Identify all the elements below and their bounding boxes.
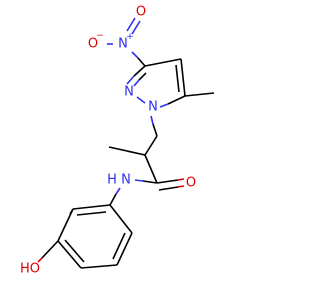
bond-n-aryl-black [109,193,117,206]
bond-ar-2-3 [57,208,74,242]
bond-carbonyl-n-black [142,180,158,184]
bond-n2-c3-inner-black [138,72,147,81]
atom-labels: O − N + O N N O N H HO [20,5,196,277]
bond-ch-carbonyl [144,154,158,184]
bond-c5-n1-blue [159,103,169,108]
bond-ar-5-6 [116,232,133,266]
bond-ar-inner-c [112,232,126,260]
atom-amide-o: O [186,176,196,191]
bond-ar-3-4 [57,240,82,269]
bond-ch2-ch [144,135,158,156]
atom-pyrazole-n1: N [148,100,158,115]
bond-carbonyl-o-a-red [177,178,185,181]
bond-c4-c5-inner [175,64,180,93]
atom-hydroxyl-ho: HO [20,262,40,277]
bond-n-aryl-blue [115,187,121,195]
bond-c4-c5 [180,58,186,97]
bond-n2-c3-blue [126,75,135,85]
bond-n2-c3-inner-blue [133,79,140,87]
bond-nitro-n-o-double-b [126,17,136,32]
pyrazole-ring [126,58,215,137]
bond-carbonyl-n-blue [134,179,144,182]
bond-ar-6-1 [109,204,133,234]
bond-n2-c3-black [133,65,146,77]
bond-nitro-n-c3-black [137,57,146,67]
bond-ar-inner-b [64,239,85,263]
bond-ar-4-5 [80,264,118,269]
bond-n1-n2 [136,96,146,104]
bond-carbonyl-o-b-red [177,185,185,188]
bond-carbonyl-o-a [156,179,179,184]
charge-nitro-n: + [126,32,134,42]
atom-nitro-n: N [118,37,128,52]
atom-amide-h: H [107,173,117,188]
bond-ar-1-2 [72,204,111,210]
bond-ar-oh [41,240,59,259]
atom-pyrazole-n2: N [124,85,134,100]
bond-nitro-n-c3 [131,51,139,59]
phenol-ring [37,204,133,269]
bond-c5-n1-black [167,95,186,105]
bond-n1-ch2-black [152,123,158,137]
charge-nitro-o-left: − [96,31,104,41]
bond-n1-ch2-blue [150,115,154,125]
bond-c5-methyl [184,92,215,97]
chemical-structure-diagram: O − N + O N N O N H HO [20,5,215,277]
bond-ar-oh-black [69,208,74,215]
bond-ar-oh-red [37,257,43,263]
propanamide-chain [108,135,185,206]
bond-carbonyl-o-b [158,186,179,191]
bond-nitro-n-o-double-a [131,20,141,35]
atom-nitro-o-double: O [136,5,146,20]
bond-c3-c4 [144,58,182,67]
bond-ar-inner-a [76,211,107,216]
nitro-group [107,17,146,67]
bond-ch-methyl [108,146,146,156]
atom-amide-n: N [121,173,131,188]
atom-nitro-o-left: O [88,37,98,52]
